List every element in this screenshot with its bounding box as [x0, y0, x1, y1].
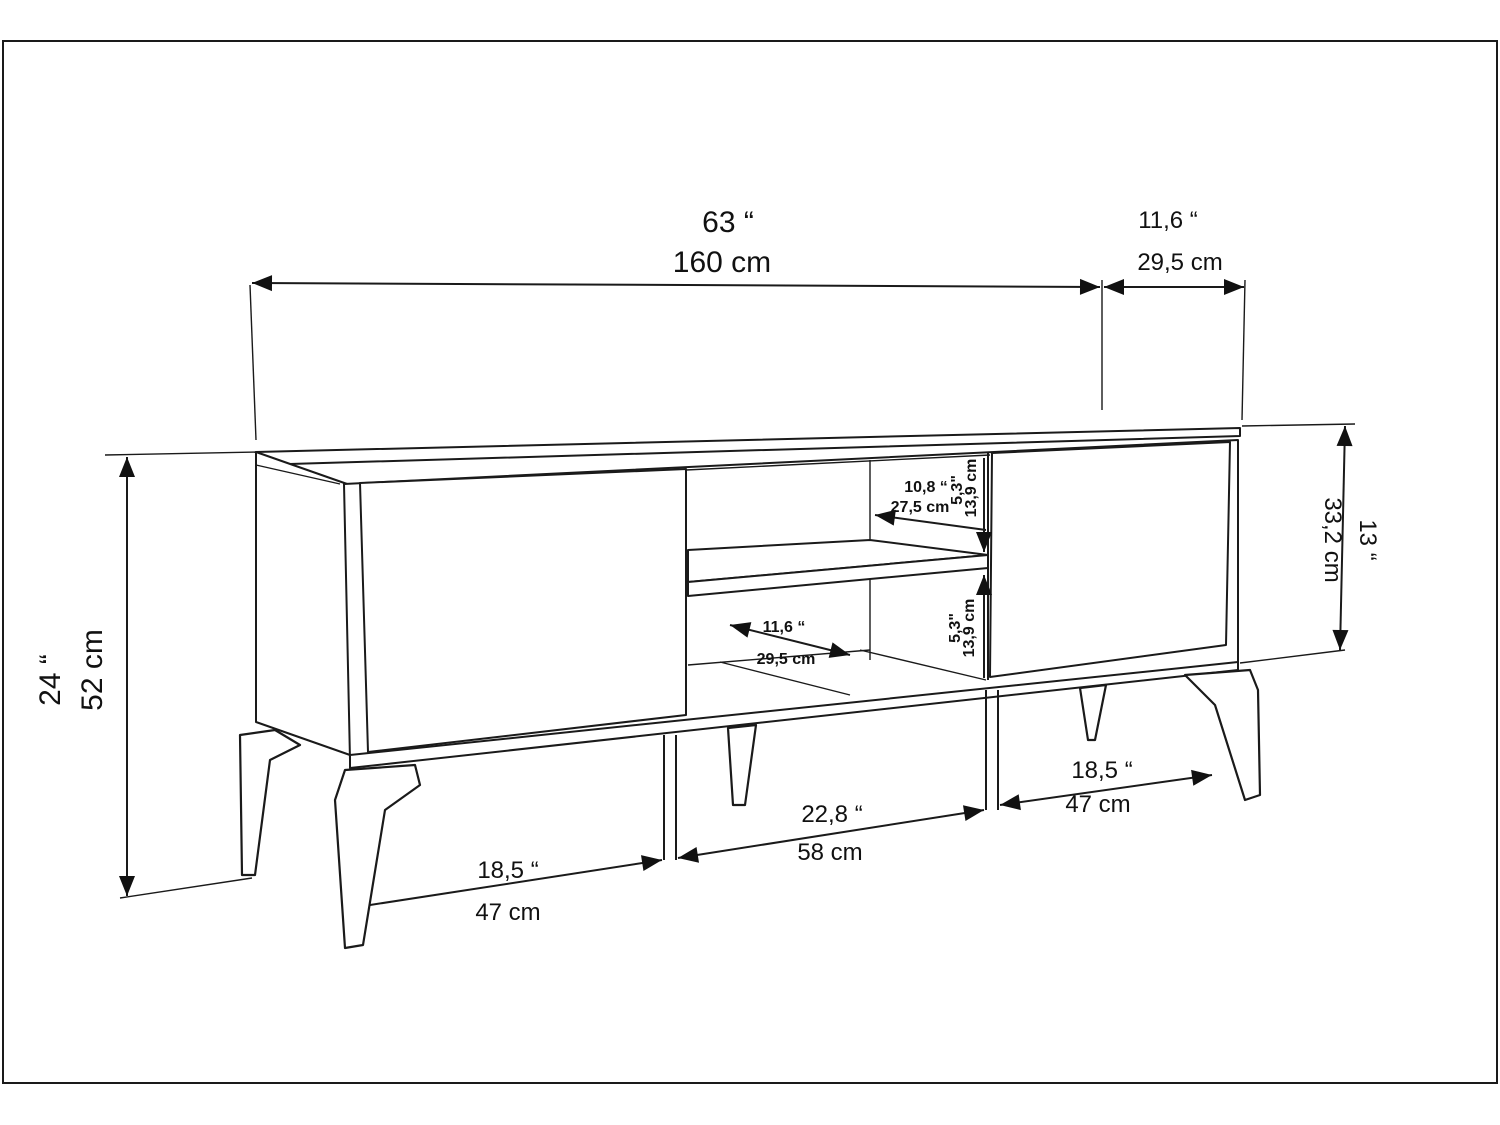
middle-width-arrow: [677, 805, 985, 863]
width-arrow: [251, 275, 1101, 295]
dimension-labels: 63 “ 160 cm 11,6 “ 29,5 cm 24 “ 52 cm 13…: [34, 206, 1381, 926]
right-door-inch-label: 18,5 “: [1071, 757, 1132, 784]
bottom-floor-right: [859, 649, 987, 681]
left-door-inch-label: 18,5 “: [477, 857, 538, 884]
right-door-cm-label: 47 cm: [1065, 791, 1130, 818]
middle-back-top: [685, 454, 991, 471]
shelf-depth-arrow: [729, 622, 851, 658]
left-door: [359, 468, 687, 753]
height-inch-label: 24 “: [34, 654, 67, 706]
body-height-cm-label: 33,2 cm: [1319, 497, 1346, 582]
shelf-height-bottom-cm-label: 13,9 cm: [961, 599, 978, 658]
shelf-width-top-arrow: [874, 509, 987, 531]
left-side-panel: [255, 451, 351, 756]
bottom-floor-diag: [719, 661, 851, 696]
right-door-width-arrow: [999, 769, 1213, 811]
shelf-depth-cm-label: 29,5 cm: [757, 651, 816, 668]
leg-left-back: [238, 728, 302, 877]
body-height-inch-label: 13 “: [1354, 519, 1381, 560]
leg-middle: [726, 723, 758, 807]
shelf-height-top-cm-label: 13,9 cm: [963, 459, 980, 518]
height-cm-label: 52 cm: [76, 629, 109, 711]
shelf-width-top-cm-label: 27,5 cm: [891, 499, 950, 516]
left-door-width-arrow: [369, 855, 663, 906]
diagram-border: [2, 40, 1498, 1084]
width-cm-label: 160 cm: [673, 246, 771, 279]
leg-right-front: [1183, 668, 1262, 802]
depth-cm-label: 29,5 cm: [1137, 249, 1222, 276]
middle-width-inch-label: 22,8 “: [801, 801, 862, 828]
ext-width-left: [249, 284, 257, 441]
ext-body-top: [1241, 423, 1356, 427]
ext-depth-right: [1241, 279, 1246, 421]
top-inner-edge: [255, 464, 341, 485]
shelf-height-bottom-inch-label: 5,3": [947, 613, 964, 643]
ext-body-bottom: [1239, 649, 1346, 664]
width-inch-label: 63 “: [702, 206, 754, 239]
ext-height-top: [104, 451, 257, 456]
depth-inch-label: 11,6 “: [1138, 207, 1198, 234]
middle-width-cm-label: 58 cm: [797, 839, 862, 866]
tv-unit-drawing: [238, 427, 1262, 950]
ext-height-bottom: [119, 877, 253, 899]
left-door-cm-label: 47 cm: [475, 899, 540, 926]
shelf-width-top-inch-label: 10,8 “: [904, 479, 948, 496]
right-door: [989, 441, 1231, 678]
dimension-lines: [104, 275, 1356, 906]
body-height-arrow: [1332, 425, 1353, 651]
shelf-depth-inch-label: 11,6 “: [763, 619, 806, 636]
shelf-height-top-inch-label: 5,3": [949, 475, 966, 505]
leg-right-middle: [1078, 683, 1108, 742]
leg-left-front: [333, 763, 422, 950]
